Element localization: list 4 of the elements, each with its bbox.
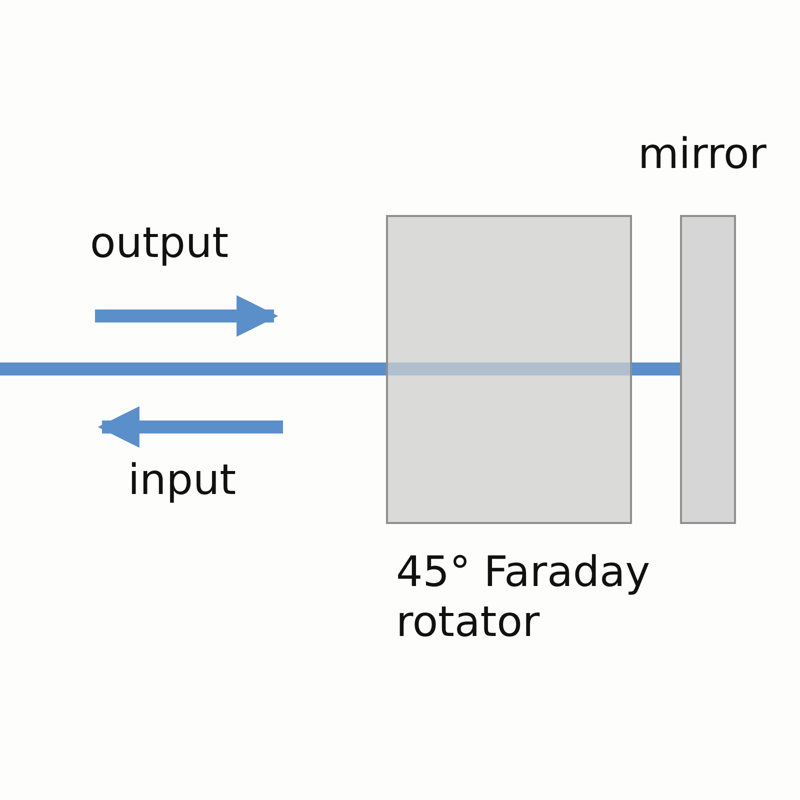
component-label: 45° Faraday rotator [396,547,652,648]
direction-label: input [128,455,236,506]
component-label: mirror [638,129,766,180]
direction-label: output [90,218,229,268]
